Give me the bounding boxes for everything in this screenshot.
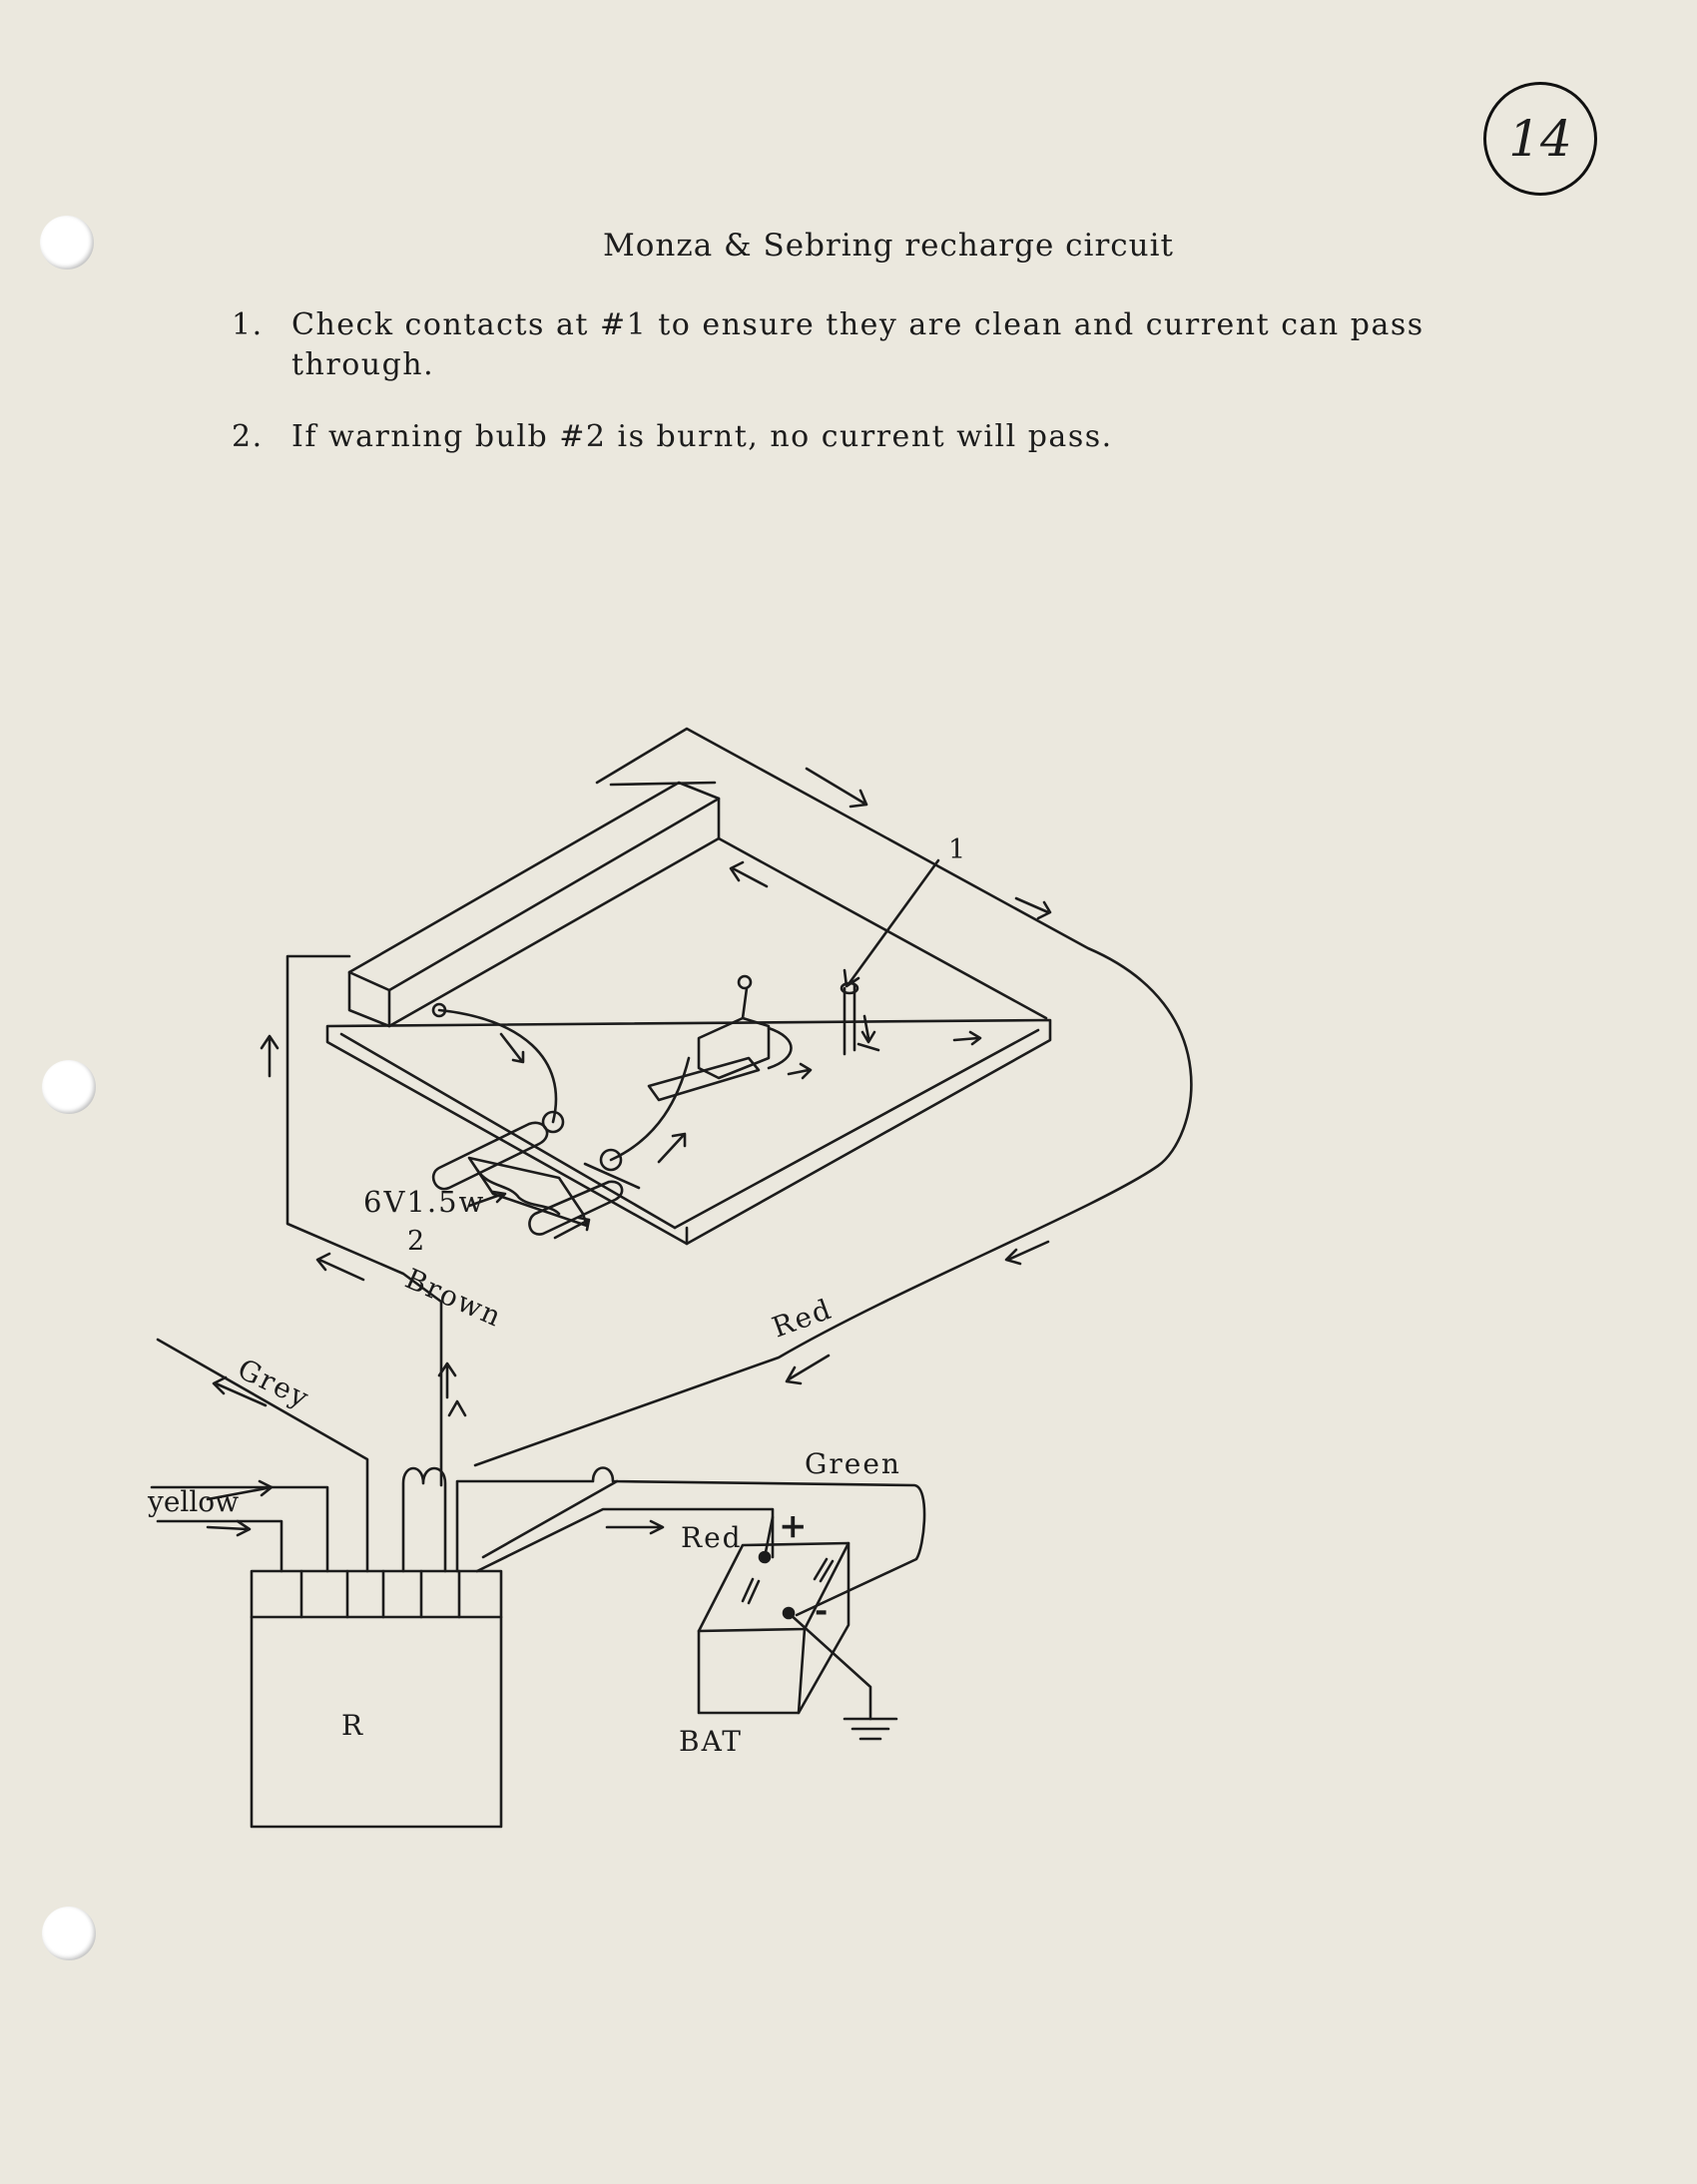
page-number: 14 [1483, 82, 1597, 196]
page-number-text: 14 [1508, 110, 1572, 168]
contact-assembly [647, 974, 880, 1102]
battery [697, 1515, 898, 1741]
contact-leader-line [843, 858, 940, 988]
upper-bar [347, 781, 721, 1028]
upper-loop-wire [473, 727, 1193, 1467]
wire-label-red-upper: Red [768, 1293, 837, 1345]
punch-hole-middle [42, 1060, 96, 1114]
instruction-1-line1: Check contacts at #1 to ensure they are … [291, 307, 1424, 342]
battery-label: BAT [679, 1725, 743, 1758]
regulator-label: R [341, 1709, 363, 1742]
battery-minus-label: - [815, 1591, 828, 1629]
instruction-2-number: 2. [232, 419, 264, 454]
regulator-wires [150, 1338, 926, 1617]
punch-hole-bottom [42, 1907, 96, 1960]
regulator [250, 1569, 503, 1829]
bulb-number-label: 2 [407, 1226, 424, 1257]
battery-plus-label: + [779, 1506, 808, 1546]
instruction-2-line1: If warning bulb #2 is burnt, no current … [291, 419, 1113, 454]
punch-hole-top [40, 216, 94, 270]
bulb-spec-label: 6V1.5w [363, 1185, 485, 1219]
instruction-1: 1. Check contacts at #1 to ensure they ar… [232, 305, 1424, 385]
contact-number-label: 1 [948, 834, 965, 865]
left-wire-loop [285, 954, 467, 1487]
instruction-1-number: 1. [232, 307, 264, 342]
document-title: Monza & Sebring recharge circuit [603, 228, 1174, 264]
wire-label-green: Green [805, 1447, 901, 1480]
wire-label-red-lower: Red [681, 1521, 743, 1554]
current-arrows [212, 767, 1052, 1407]
wire-label-yellow: yellow [147, 1485, 239, 1518]
bulb-leader-line [467, 1190, 507, 1208]
instruction-2: 2. If warning bulb #2 is burnt, no curren… [232, 417, 1113, 457]
wire-label-brown: Brown [400, 1262, 507, 1334]
instruction-1-line2: through. [291, 347, 435, 382]
